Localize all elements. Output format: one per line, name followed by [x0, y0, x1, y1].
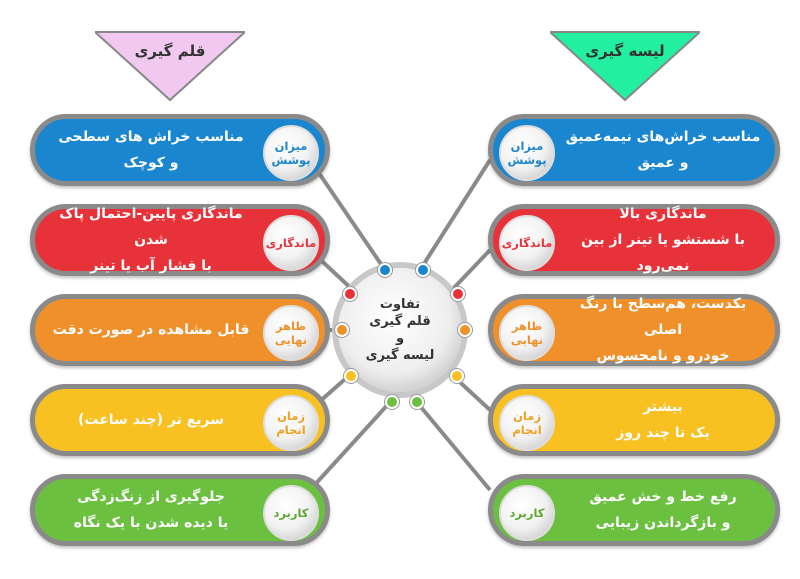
dot	[344, 369, 358, 383]
center-and: و	[395, 331, 405, 346]
dot	[410, 395, 424, 409]
dot	[335, 323, 349, 337]
panel-line: یا دیده شدن با یک نگاه	[73, 515, 229, 531]
dot	[451, 287, 465, 301]
panel-line: و بازگرداندن زیبایی	[595, 515, 731, 531]
center-title: تفاوت	[379, 297, 421, 312]
badge-label: کاربرد	[273, 506, 309, 520]
panel-line: ماندگاری بالا	[619, 206, 707, 222]
right-panel-text: ماندگاری بالا با شستشو یا تینر از بین نمی…	[559, 206, 767, 274]
center-left-term: قلم گیری	[369, 314, 431, 329]
panel-line: یک تا چند روز	[616, 425, 710, 441]
left-panel-5: جلوگیری از زنگ‌زدگی یا دیده شدن با یک نگا…	[30, 474, 330, 546]
left-header-label: قلم گیری	[134, 42, 206, 60]
badge-label: پوشش	[507, 153, 547, 167]
panel-line: با فشار آب یا تینر	[90, 258, 212, 274]
right-panel-5: رفع خط و خش عمیق و بازگرداندن زیبایی کاربر…	[488, 474, 780, 546]
badge-label: پوشش	[271, 153, 311, 167]
panel-line: و کوچک	[123, 155, 179, 171]
left-panel-2: ماندگاری پایین-احتمال پاک شدن با فشار آب …	[30, 204, 330, 276]
dot	[378, 263, 392, 277]
right-panel-text: یکدست، هم‌سطح با رنگ اصلی خودرو و نامحسوس	[559, 296, 767, 364]
badge-label: ماندگاری	[265, 236, 317, 250]
panel-line: مناسب خراش‌های نیمه‌عمیق	[565, 129, 761, 145]
badge-label: انجام	[276, 423, 306, 437]
panel-line: با شستشو یا تینر از بین نمی‌رود	[581, 232, 745, 274]
badge: کاربرد	[263, 485, 319, 541]
dot	[416, 263, 430, 277]
left-panel-text: قابل مشاهده در صورت دقت	[43, 299, 259, 361]
badge-label: ظاهر	[275, 319, 307, 333]
badge-label: زمان	[277, 409, 305, 423]
dot	[385, 395, 399, 409]
panel-line: بیشتر	[643, 399, 683, 415]
badge: کاربرد	[499, 485, 555, 541]
panel-line: مناسب خراش های سطحی	[58, 129, 244, 145]
left-panel-text: جلوگیری از زنگ‌زدگی یا دیده شدن با یک نگا…	[43, 479, 259, 541]
center-right-term: لیسه گیری	[365, 348, 435, 363]
panel-line: قابل مشاهده در صورت دقت	[52, 322, 250, 338]
badge-label: میزان	[510, 139, 544, 153]
left-panel-text: ماندگاری پایین-احتمال پاک شدن با فشار آب …	[43, 206, 259, 274]
left-panel-text: مناسب خراش های سطحی و کوچک	[43, 119, 259, 181]
right-panel-text: رفع خط و خش عمیق و بازگرداندن زیبایی	[559, 479, 767, 541]
badge: ماندگاری	[499, 215, 555, 271]
badge-label: نهایی	[510, 333, 544, 347]
badge-label: میزان	[274, 139, 308, 153]
dot	[458, 323, 472, 337]
panel-line: و عمیق	[637, 155, 689, 171]
panel-line: جلوگیری از زنگ‌زدگی	[77, 489, 225, 505]
dot	[343, 287, 357, 301]
dot	[450, 369, 464, 383]
badge: ماندگاری	[263, 215, 319, 271]
right-panel-2: ماندگاری بالا با شستشو یا تینر از بین نمی…	[488, 204, 780, 276]
right-panel-3: یکدست، هم‌سطح با رنگ اصلی خودرو و نامحسوس…	[488, 294, 780, 366]
right-panel-text: بیشتر یک تا چند روز	[559, 389, 767, 451]
panel-line: یکدست، هم‌سطح با رنگ اصلی	[579, 296, 747, 338]
badge-label: زمان	[513, 409, 541, 423]
right-panel-text: مناسب خراش‌های نیمه‌عمیق و عمیق	[559, 119, 767, 181]
panel-line: ماندگاری پایین-احتمال پاک شدن	[59, 206, 243, 248]
center-circle: تفاوت قلم گیری و لیسه گیری	[338, 268, 462, 392]
badge-label: انجام	[512, 423, 542, 437]
badge-label: ظاهر	[511, 319, 543, 333]
right-header: لیسه گیری	[550, 30, 700, 102]
right-header-label: لیسه گیری	[585, 42, 665, 60]
badge-label: نهایی	[274, 333, 308, 347]
panel-line: خودرو و نامحسوس	[596, 348, 730, 364]
badge-label: کاربرد	[509, 506, 545, 520]
panel-line: سریع تر (چند ساعت)	[78, 412, 224, 428]
panel-line: رفع خط و خش عمیق	[589, 489, 737, 505]
badge-label: ماندگاری	[501, 236, 553, 250]
left-header: قلم گیری	[95, 30, 245, 102]
left-panel-text: سریع تر (چند ساعت)	[43, 389, 259, 451]
